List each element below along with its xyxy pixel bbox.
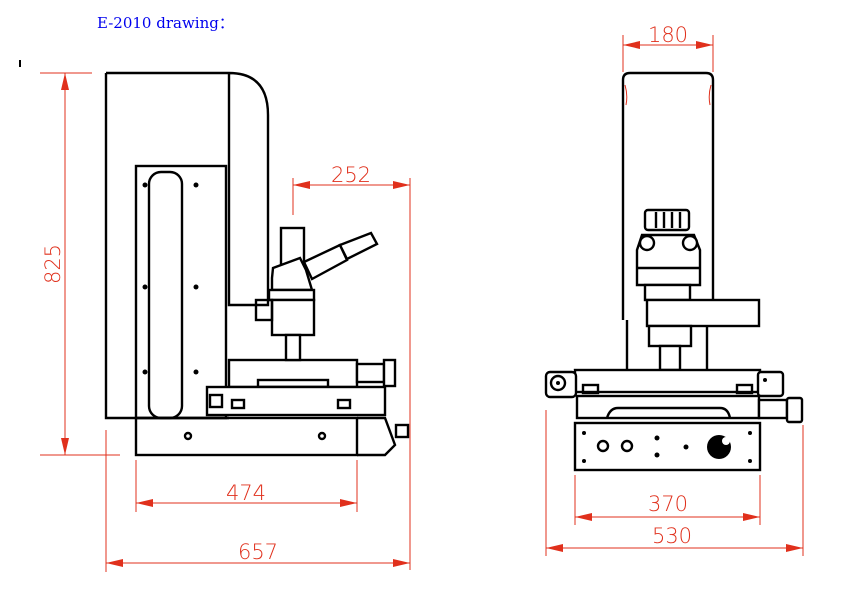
dim-height: 825	[41, 244, 65, 284]
dim-base-width: 474	[226, 481, 266, 505]
base-screw	[183, 431, 193, 441]
focus-block	[267, 288, 316, 302]
base-side	[357, 416, 397, 457]
dim-total-depth: 657	[238, 540, 278, 564]
dim-column-width: 180	[648, 23, 688, 47]
base-screw	[317, 431, 327, 441]
stage-top	[227, 358, 359, 389]
eyepiece-tube	[302, 243, 349, 281]
objective-housing	[270, 298, 316, 337]
side-view: 825 252 474 657	[40, 71, 411, 572]
stage-knob	[355, 362, 386, 384]
dim-front-base-width: 370	[648, 492, 688, 516]
objective	[284, 333, 302, 362]
dim-overhang: 252	[331, 163, 371, 187]
front-view: 180 370 530	[544, 23, 804, 556]
base	[134, 416, 359, 457]
control-box	[573, 421, 762, 472]
stage-knob	[785, 396, 804, 424]
drawing-title: E-2010 drawing：	[97, 14, 234, 32]
dim-total-width: 530	[652, 524, 692, 548]
mark	[19, 60, 21, 67]
eyepiece	[338, 231, 379, 261]
arm	[645, 298, 761, 328]
side-knob	[394, 423, 410, 439]
column	[621, 71, 715, 320]
camera-knurl	[643, 208, 691, 232]
stage-top	[573, 368, 762, 394]
column-slot	[147, 170, 184, 420]
